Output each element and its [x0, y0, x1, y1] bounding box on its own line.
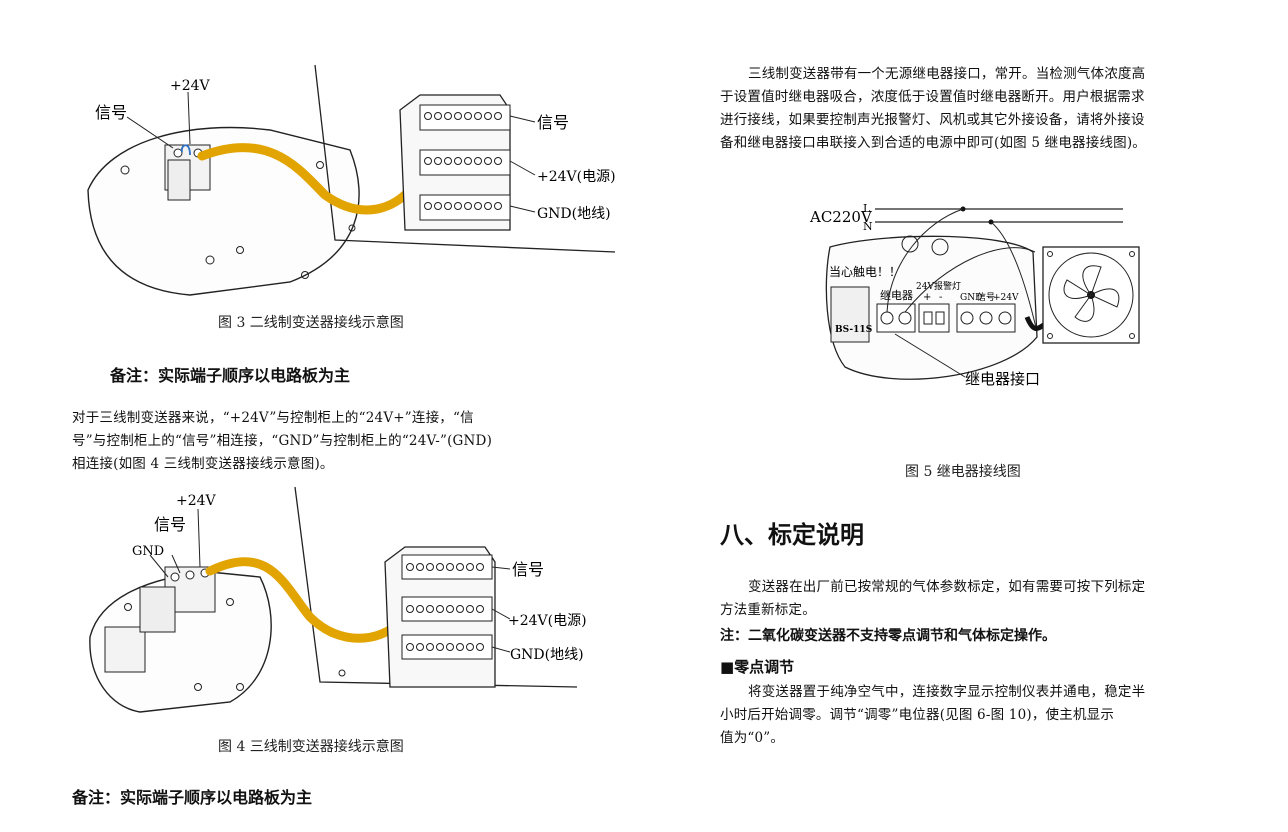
label-right-power: +24V(电源) — [508, 613, 587, 629]
figure-3-caption: 图 3 二线制变送器接线示意图 — [218, 315, 404, 331]
paragraph-line: 三线制变送器带有一个无源继电器接口，常开。当检测气体浓度高 — [748, 66, 1146, 82]
board-hole — [236, 246, 244, 254]
label-ac220v: AC220V — [809, 208, 873, 226]
label-l: L — [863, 202, 871, 215]
paragraph-line: 相连接(如图 4 三线制变送器接线示意图)。 — [72, 456, 334, 472]
figure-3-diagram: 信号 +24V 信号 +24V(电源) GND(地线) — [87, 64, 616, 296]
label-relay-port: 继电器接口 — [965, 370, 1040, 388]
yellow-cable — [205, 557, 405, 643]
label-alarm: 24V报警灯 — [916, 280, 961, 292]
label-signal: 信号 — [95, 103, 127, 122]
label-right-signal: 信号 — [537, 113, 569, 132]
note-terminal-order-2: 备注：实际端子顺序以电路板为主 — [72, 788, 313, 807]
label-bs: BS-11S — [835, 325, 872, 335]
paragraph-line: 对于三线制变送器来说，“+24V”与控制柜上的“24V+”连接，“信 — [72, 410, 474, 426]
label-right-gnd: GND(地线) — [510, 647, 584, 663]
label-24v: +24V — [170, 78, 211, 94]
terminal-strip — [399, 94, 511, 231]
label-relay: 继电器 — [880, 289, 913, 302]
control-panel — [314, 64, 616, 253]
board-hole — [316, 161, 324, 169]
section-heading: 八、标定说明 — [720, 521, 864, 549]
label-gnd: GND — [132, 544, 164, 559]
figure-4-diagram: +24V 信号 GND 信号 +24V(电源) GND(地线) — [89, 486, 587, 713]
board-hole — [205, 255, 215, 265]
paragraph-line: 于设置值时继电器吸合，浓度低于设置值时继电器断开。用户根据需求 — [720, 89, 1145, 105]
board-hole — [120, 165, 130, 175]
paragraph-line: 方法重新标定。 — [720, 602, 816, 618]
board-hole — [301, 271, 309, 279]
paragraph-calibration: 变送器在出厂前已按常规的气体参数标定，如有需要可按下列标定 方法重新标定。 — [720, 576, 1245, 622]
blue-wire — [180, 144, 191, 156]
fan-wire — [990, 221, 1038, 333]
paragraph-line: 进行接线，如果要控制声光报警灯、风机或其它外接设备，请将外接设 — [720, 112, 1145, 128]
terminal-strip — [384, 546, 496, 688]
label-right-gnd: GND(地线) — [537, 206, 611, 222]
label-24v: +24V — [176, 493, 217, 509]
fan-icon — [1042, 246, 1140, 344]
label-right-power: +24V(电源) — [537, 169, 616, 185]
paragraph-zero-adjust: 将变送器置于纯净空气中，连接数字显示控制仪表并通电，稳定半 小时后开始调零。调节… — [720, 681, 1245, 750]
paragraph-line: 变送器在出厂前已按常规的气体参数标定，如有需要可按下列标定 — [748, 579, 1146, 595]
figure-4-caption: 图 4 三线制变送器接线示意图 — [218, 739, 404, 755]
paragraph-line: 小时后开始调零。调节“调零”电位器(见图 6-图 10)，使主机显示 — [720, 707, 1115, 723]
paragraph-line: 值为“0”。 — [720, 730, 785, 746]
label-plus: + — [923, 292, 931, 303]
figure-5-diagram: AC220V L N BS-11S 当心触电！！ 继电器 24V报警灯 + - … — [809, 202, 1140, 388]
label-signal: 信号 — [977, 291, 995, 303]
note-terminal-order-1: 备注：实际端子顺序以电路板为主 — [110, 366, 351, 385]
paragraph-relay: 三线制变送器带有一个无源继电器接口，常开。当检测气体浓度高 于设置值时继电器吸合… — [720, 63, 1245, 155]
terminal-block-small — [139, 586, 176, 633]
zero-adjust-heading: ■零点调节 — [720, 658, 795, 676]
label-right-signal: 信号 — [512, 560, 544, 579]
label-gnd: GND — [960, 293, 982, 303]
paragraph-line: 备和继电器接口串联接入到合适的电源中即可(如图 5 继电器接线图)。 — [720, 135, 1147, 151]
bs-module — [830, 286, 870, 343]
yellow-cable — [197, 143, 413, 215]
relay-module — [104, 626, 146, 673]
paragraph-line: 号”与控制柜上的“信号”相连接，“GND”与控制柜上的“24V-”(GND) — [72, 433, 493, 449]
terminal-plug — [167, 159, 191, 201]
sensor-board — [89, 571, 272, 713]
label-warning: 当心触电！！ — [829, 265, 901, 279]
label-signal: 信号 — [154, 515, 186, 534]
figure-5-caption: 图 5 继电器接线图 — [905, 464, 1021, 480]
relay-wire — [886, 208, 964, 313]
label-n: N — [863, 220, 873, 233]
label-24v: +24V — [993, 293, 1019, 303]
relay-wire — [904, 247, 1036, 313]
paragraph-three-wire: 对于三线制变送器来说，“+24V”与控制柜上的“24V+”连接，“信 号”与控制… — [72, 407, 592, 476]
label-minus: - — [939, 292, 942, 303]
co2-note: 注：二氧化碳变送器不支持零点调节和气体标定操作。 — [720, 628, 1056, 644]
paragraph-line: 将变送器置于纯净空气中，连接数字显示控制仪表并通电，稳定半 — [748, 684, 1146, 700]
